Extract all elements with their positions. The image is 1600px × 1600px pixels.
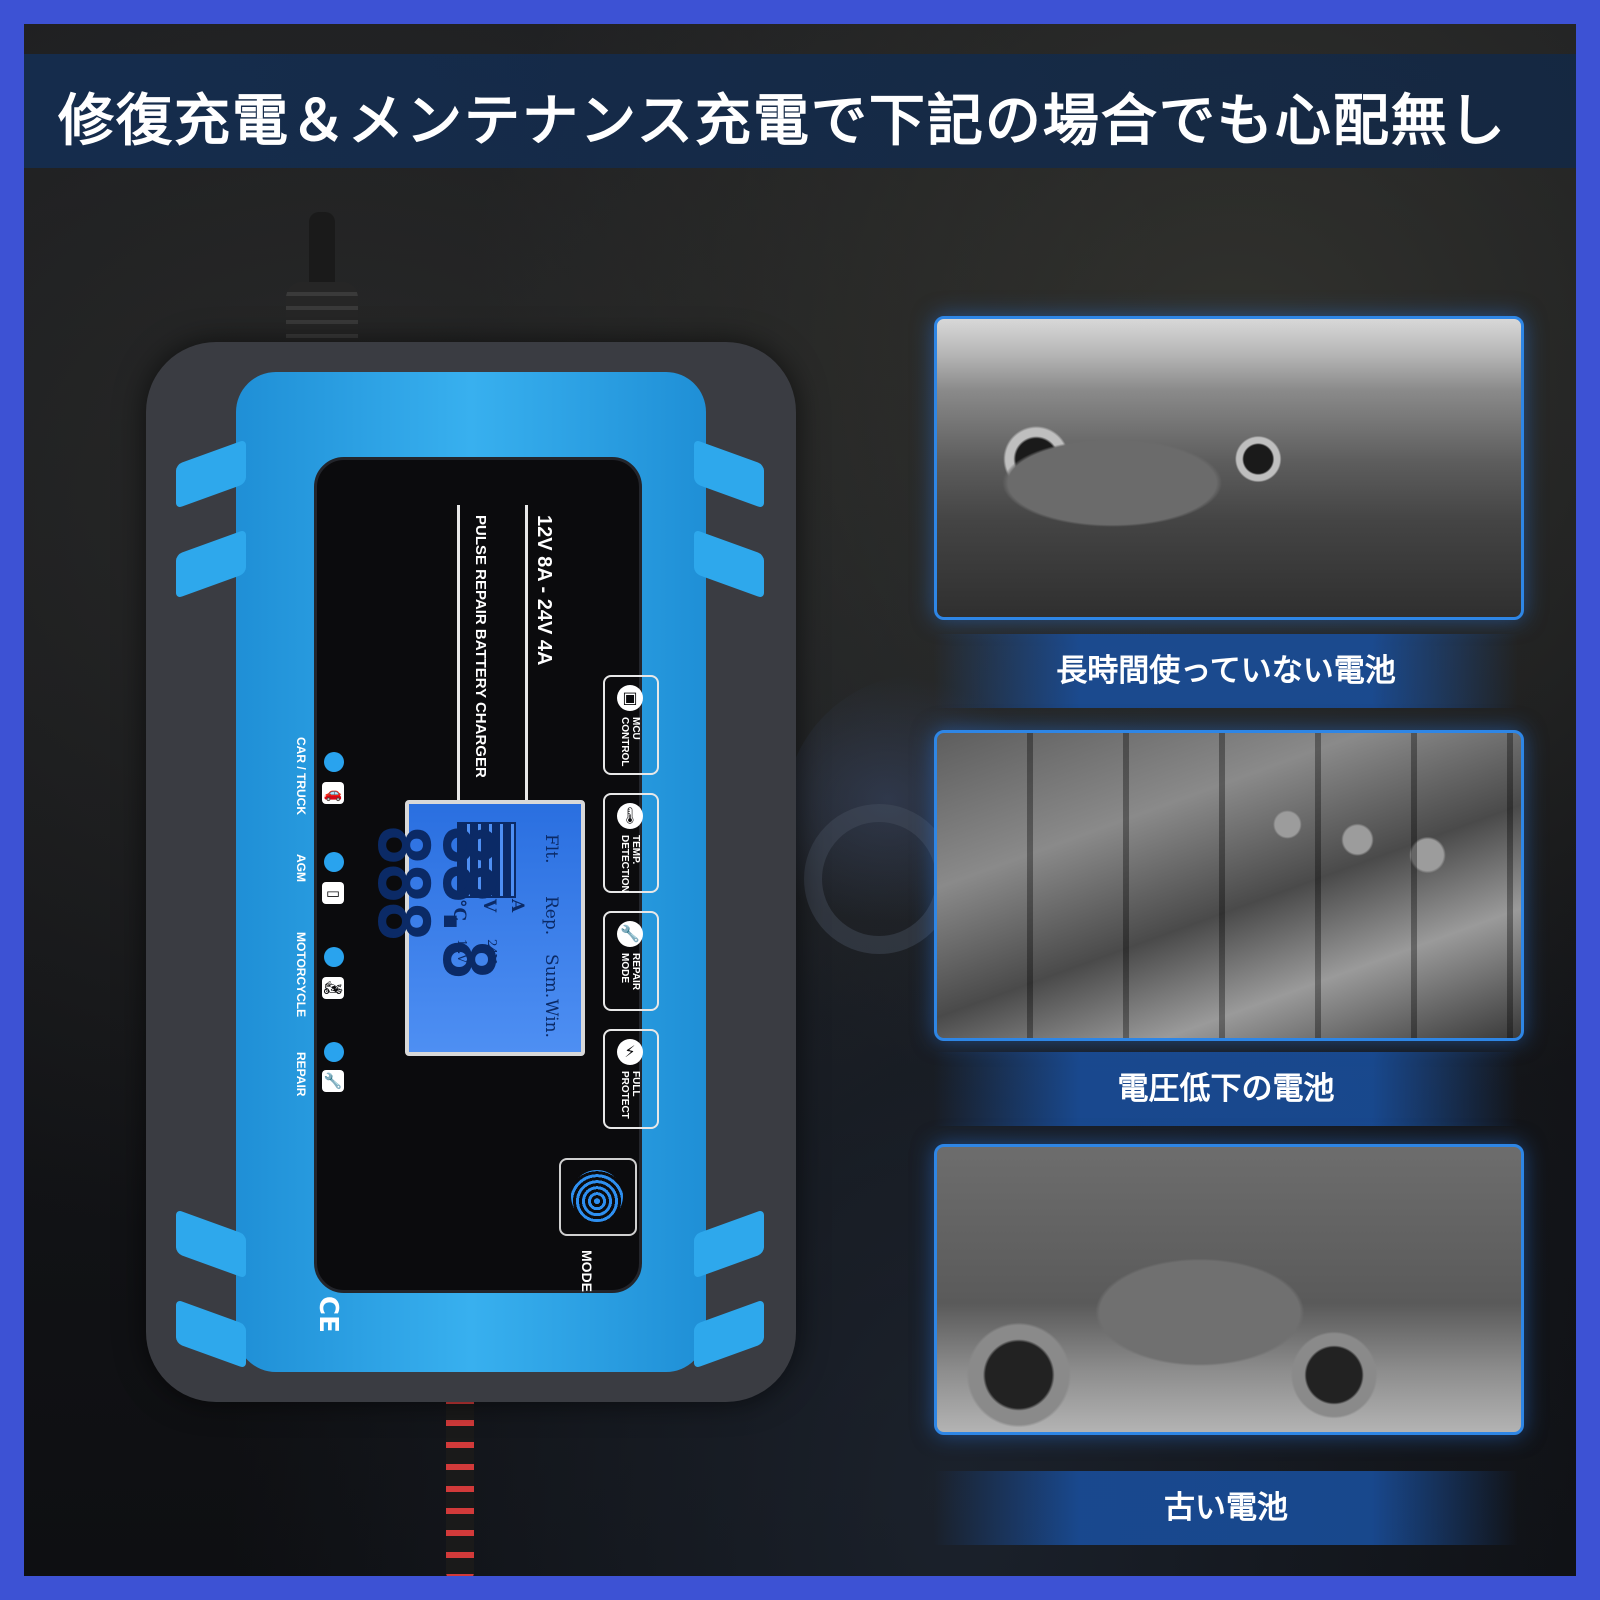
lcd-24v: 24V bbox=[485, 939, 499, 963]
wrench-icon: 🔧 bbox=[322, 1070, 344, 1092]
lcd-rep: Rep. bbox=[541, 896, 561, 936]
mode-indicator-car bbox=[324, 752, 344, 772]
car-icon: 🚗 bbox=[322, 782, 344, 804]
background-wheel bbox=[804, 804, 954, 954]
caption-old-battery: 古い電池 bbox=[934, 1471, 1518, 1545]
charger-body: 12V 8A - 24V 4A PULSE REPAIR BATTERY CHA… bbox=[146, 342, 796, 1402]
caption-low-voltage-battery: 電圧低下の電池 bbox=[934, 1052, 1518, 1126]
title-banner: 修復充電＆メンテナンス充電で下記の場合でも心配無し bbox=[24, 54, 1576, 168]
mode-label-car: CAR / TRUCK bbox=[294, 737, 308, 815]
caption-unused-battery: 長時間使っていない電池 bbox=[934, 634, 1518, 708]
lcd-flt: Flt. bbox=[541, 834, 561, 864]
lcd-display: 888 88.8 °C 12V 24V V A Rep. Flt. Sum. W… bbox=[362, 800, 585, 1056]
battery-charger: 12V 8A - 24V 4A PULSE REPAIR BATTERY CHA… bbox=[146, 212, 796, 1576]
chip-icon: ▣ bbox=[617, 685, 643, 711]
lcd-unit-v: V bbox=[479, 899, 499, 913]
mode-indicator-agm bbox=[324, 852, 344, 872]
motorcycle-icon: 🏍 bbox=[322, 977, 344, 999]
spec-label: 12V 8A - 24V 4A bbox=[533, 515, 555, 666]
photo-abandoned-cars bbox=[934, 316, 1524, 620]
lcd-12v: 12V bbox=[455, 939, 469, 963]
mode-indicator-motorcycle bbox=[324, 947, 344, 967]
model-label: PULSE REPAIR BATTERY CHARGER bbox=[472, 515, 489, 778]
mode-indicator-repair bbox=[324, 1042, 344, 1062]
mode-label-motorcycle: MOTORCYCLE bbox=[294, 932, 308, 1018]
lcd-unit-a: A bbox=[507, 899, 527, 913]
photo-old-scooter bbox=[934, 1144, 1524, 1435]
battery-icon: ▭ bbox=[322, 882, 344, 904]
mode-button[interactable] bbox=[559, 1158, 637, 1236]
divider-line bbox=[457, 505, 460, 835]
mode-label-repair: REPAIR bbox=[294, 1052, 308, 1097]
ce-mark: CE bbox=[313, 1296, 343, 1333]
clamp-cable bbox=[446, 1382, 474, 1576]
mode-button-label: MODE bbox=[579, 1250, 595, 1292]
background-scene: 修復充電＆メンテナンス充電で下記の場合でも心配無し 12V 8A bbox=[24, 24, 1576, 1576]
battery-level-bars bbox=[457, 822, 516, 898]
divider-line bbox=[525, 505, 528, 835]
lcd-win: Win. bbox=[541, 999, 561, 1038]
control-panel: 12V 8A - 24V 4A PULSE REPAIR BATTERY CHA… bbox=[313, 457, 659, 1333]
photo-old-batteries bbox=[934, 730, 1524, 1041]
shield-bolt-icon: ⚡ bbox=[617, 1039, 643, 1065]
mode-label-agm: AGM bbox=[294, 854, 308, 882]
lcd-unit-c: °C bbox=[449, 899, 469, 922]
fingerprint-icon bbox=[571, 1170, 623, 1222]
feature-label: TEMP.DETECTION bbox=[619, 835, 641, 893]
thermometer-icon: 🌡 bbox=[617, 803, 643, 829]
feature-temp-detection: 🌡 TEMP.DETECTION bbox=[603, 793, 659, 893]
lcd-sum: Sum. bbox=[541, 954, 561, 999]
page-title: 修復充電＆メンテナンス充電で下記の場合でも心配無し bbox=[58, 89, 1507, 154]
wrench-icon: 🔧 bbox=[617, 921, 643, 947]
